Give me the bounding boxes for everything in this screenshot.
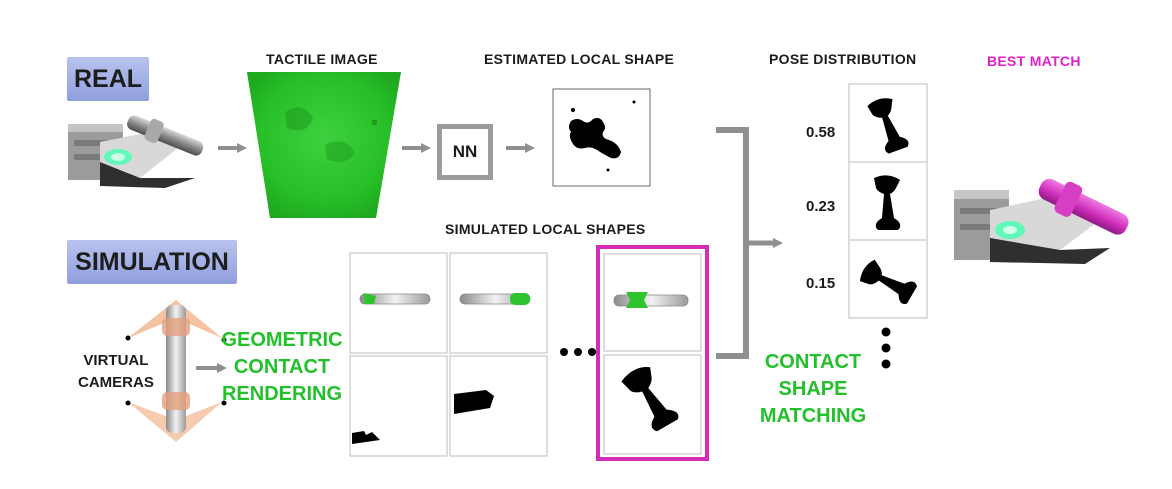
pose-probability-1: 0.58 [806, 124, 836, 141]
simulation-label: SIMULATION [75, 247, 229, 276]
best-match-gripper-image [954, 178, 1129, 264]
csm-line-2: SHAPE [778, 378, 848, 400]
nn-label: NN [452, 142, 478, 161]
tactile-image-title: TACTILE IMAGE [266, 51, 378, 67]
sim-shape-best-top [613, 292, 689, 308]
best-match-title: BEST MATCH [987, 53, 1081, 69]
merge-bracket [716, 127, 749, 359]
gcr-line-2: CONTACT [233, 356, 331, 378]
real-tag: REAL [67, 57, 149, 101]
pose-candidate-1 [867, 98, 909, 154]
ellipsis-dot [588, 348, 596, 356]
sim-shape-2 [459, 293, 531, 305]
gcr-line-1: GEOMETRIC [221, 329, 343, 351]
csm-line-3: MATCHING [759, 405, 867, 427]
pose-distribution-panel [848, 83, 928, 369]
real-gripper-image [68, 115, 204, 188]
simulation-tag: SIMULATION [67, 240, 237, 284]
virtual-cameras-label: VIRTUAL CAMERAS [78, 350, 154, 394]
ellipsis-dot [560, 348, 568, 356]
pose-candidate-3 [859, 259, 917, 304]
ellipsis-dot [574, 348, 582, 356]
sim-shape-best-bottom [621, 367, 679, 432]
virtual-cameras-line-2: CAMERAS [78, 374, 154, 391]
ellipsis-dot [881, 359, 891, 369]
tactile-image [247, 72, 401, 218]
csm-line-1: CONTACT [764, 351, 862, 373]
real-label: REAL [73, 64, 143, 93]
estimated-local-shape-title: ESTIMATED LOCAL SHAPE [484, 51, 675, 67]
pose-distribution-title: POSE DISTRIBUTION [769, 51, 917, 67]
contact-shape-matching-label: CONTACT SHAPE MATCHING [754, 349, 872, 430]
pose-candidate-2 [874, 175, 901, 230]
estimated-local-shape-image [552, 88, 651, 187]
ellipsis-dot [881, 327, 891, 337]
simulated-shapes-grid [349, 245, 709, 461]
sim-shape-1 [359, 293, 431, 305]
pose-probability-3: 0.15 [806, 275, 836, 292]
virtual-cameras-line-1: VIRTUAL [83, 352, 149, 369]
pose-probability-2: 0.23 [806, 198, 836, 215]
geometric-contact-rendering-label: GEOMETRIC CONTACT RENDERING [220, 327, 344, 408]
gcr-line-3: RENDERING [221, 383, 342, 405]
best-match-frame [596, 245, 709, 461]
ellipsis-dot [881, 343, 891, 353]
sim-shape-4 [454, 390, 494, 414]
virtual-cameras-illustration [125, 300, 227, 442]
nn-block: NN [437, 124, 493, 180]
sim-shape-3 [352, 431, 380, 444]
simulated-local-shapes-title: SIMULATED LOCAL SHAPES [445, 221, 646, 237]
